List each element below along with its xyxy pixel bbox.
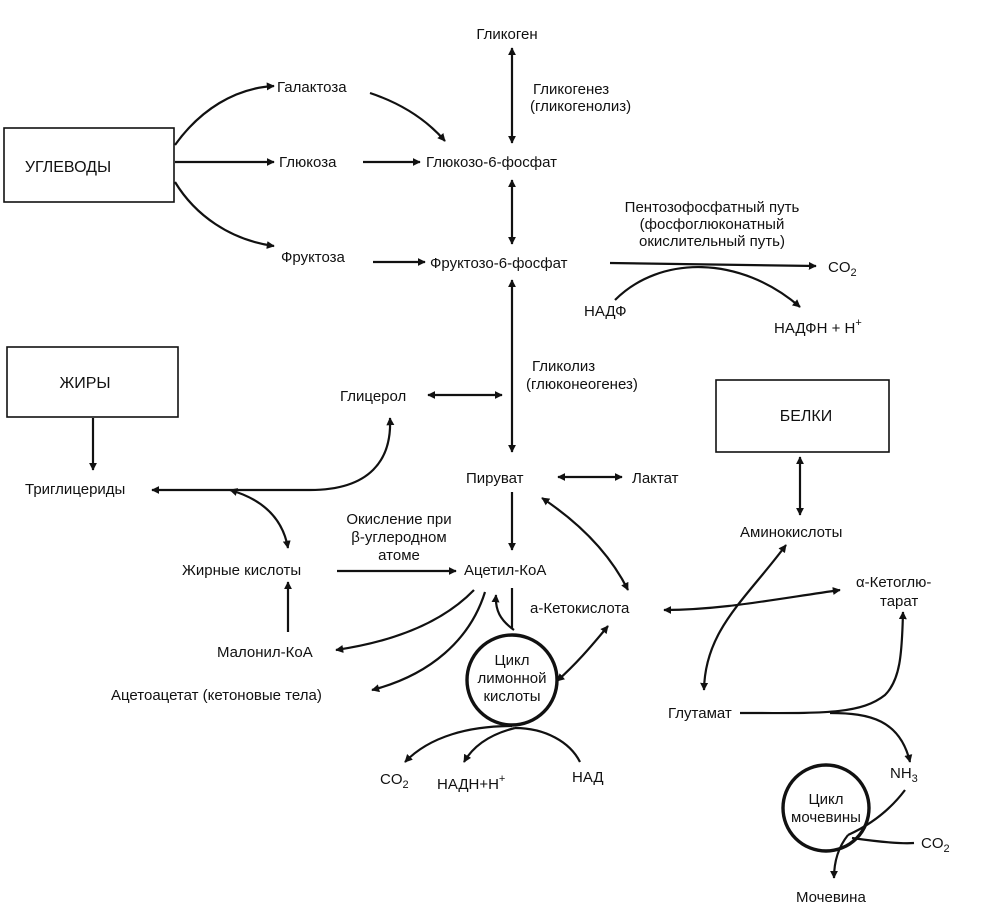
acetylcoa-acetoacetate-arrow bbox=[371, 591, 487, 693]
proteins-box-label: БЕЛКИ bbox=[780, 408, 833, 425]
triglycerides-glycerol-arrow bbox=[151, 417, 395, 494]
glycogenesis-label-2: (гликогенолиз) bbox=[530, 98, 631, 115]
fats-box-label: ЖИРЫ bbox=[59, 375, 110, 392]
fats-box bbox=[6, 346, 179, 418]
triglycerides-fattyacids-arrow bbox=[229, 488, 291, 549]
fructose-label: Фруктоза bbox=[281, 249, 346, 266]
co2-ppp-label: CO2 bbox=[828, 259, 857, 279]
glycolysis-label-2: (глюконеогенез) bbox=[526, 376, 638, 393]
carbs-box-label: УГЛЕВОДЫ bbox=[25, 159, 111, 176]
co2-tca-label: CO2 bbox=[380, 771, 409, 791]
fatty-acids-label: Жирные кислоты bbox=[182, 562, 301, 579]
ketoacid-tca-arrow bbox=[556, 625, 609, 682]
ppp-co2-arrow bbox=[609, 261, 817, 270]
beta-ox-label-3: атоме bbox=[378, 547, 420, 564]
ketoacid-akg-arrow bbox=[663, 587, 841, 614]
tca-label-3: кислоты bbox=[483, 688, 540, 705]
acetyl-coa-label: Ацетил-КоА bbox=[464, 562, 546, 579]
nadph-label: НАДФН + Н+ bbox=[774, 317, 862, 337]
ppp-label-1: Пентозофосфатный путь bbox=[625, 199, 800, 216]
tca-nadh-arrow bbox=[463, 726, 516, 763]
aminoacids-glutamate-arrow bbox=[700, 544, 787, 691]
triglycerides-label: Триглицериды bbox=[25, 481, 125, 498]
nadp-nadph-arrow bbox=[614, 266, 801, 308]
nad-tca-curve bbox=[514, 726, 581, 763]
ppp-label-2: (фосфоглюконатный bbox=[640, 216, 785, 233]
acetylcoa-malonyl-arrow bbox=[335, 589, 475, 653]
glutamate-label: Глутамат bbox=[668, 705, 732, 722]
ppp-label-3: окислительный путь) bbox=[639, 233, 785, 250]
urea-cycle-ring bbox=[781, 763, 871, 853]
f6p-label: Фруктозо-6-фосфат bbox=[430, 255, 568, 272]
malonyl-coa-label: Малонил-КоА bbox=[217, 644, 313, 661]
pyruvate-label: Пируват bbox=[466, 470, 524, 487]
glutamate-akg-arrow bbox=[739, 611, 907, 715]
akg-label-2: тарат bbox=[880, 593, 918, 610]
beta-ox-label-2: β-углеродном bbox=[351, 529, 446, 546]
carbs-box bbox=[3, 127, 175, 203]
amino-acids-label: Аминокислоты bbox=[740, 524, 842, 541]
nad-label: НАД bbox=[572, 769, 604, 786]
glycogen-label: Гликоген bbox=[476, 26, 537, 43]
acetoacetate-label: Ацетоацетат (кетоновые тела) bbox=[111, 687, 322, 704]
glycolysis-label-1: Гликолиз bbox=[532, 358, 595, 375]
nadp-label: НАДФ bbox=[584, 303, 627, 320]
lactate-label: Лактат bbox=[632, 470, 679, 487]
beta-ox-label-1: Окисление при bbox=[346, 511, 451, 528]
glycerol-label: Глицерол bbox=[340, 388, 406, 405]
carbs-galactose-arrow bbox=[174, 82, 275, 146]
urea-output-arrow bbox=[830, 834, 849, 879]
tca-reentry-arrow bbox=[491, 594, 515, 631]
tca-label-1: Цикл bbox=[495, 652, 530, 669]
nh3-label: NH3 bbox=[890, 765, 918, 785]
urea-label: Мочевина bbox=[796, 889, 866, 906]
nh3-urea-curve bbox=[847, 789, 906, 837]
co2-urea-label: CO2 bbox=[921, 835, 950, 855]
glycogenesis-label-1: Гликогенез bbox=[533, 81, 609, 98]
tca-co2-arrow bbox=[404, 724, 513, 763]
urea-cycle-label-2: мочевины bbox=[791, 809, 861, 826]
akg-label-1: α-Кетоглю- bbox=[856, 574, 931, 591]
tca-label-2: лимонной bbox=[477, 670, 546, 687]
galactose-g6p-arrow bbox=[369, 91, 446, 142]
proteins-box bbox=[715, 379, 890, 453]
galactose-label: Галактоза bbox=[277, 79, 347, 96]
keto-acid-label: a-Кетокислота bbox=[530, 600, 630, 617]
carbs-fructose-arrow bbox=[174, 181, 275, 249]
pyruvate-ketoacid-arrow bbox=[541, 497, 629, 591]
glutamate-nh3-arrow bbox=[829, 711, 913, 763]
urea-co2-curve bbox=[851, 836, 915, 845]
nadh-label: НАДН+Н+ bbox=[437, 773, 505, 793]
glucose-label: Глюкоза bbox=[279, 154, 337, 171]
urea-cycle-label-1: Цикл bbox=[809, 791, 844, 808]
g6p-label: Глюкозо-6-фосфат bbox=[426, 154, 557, 171]
